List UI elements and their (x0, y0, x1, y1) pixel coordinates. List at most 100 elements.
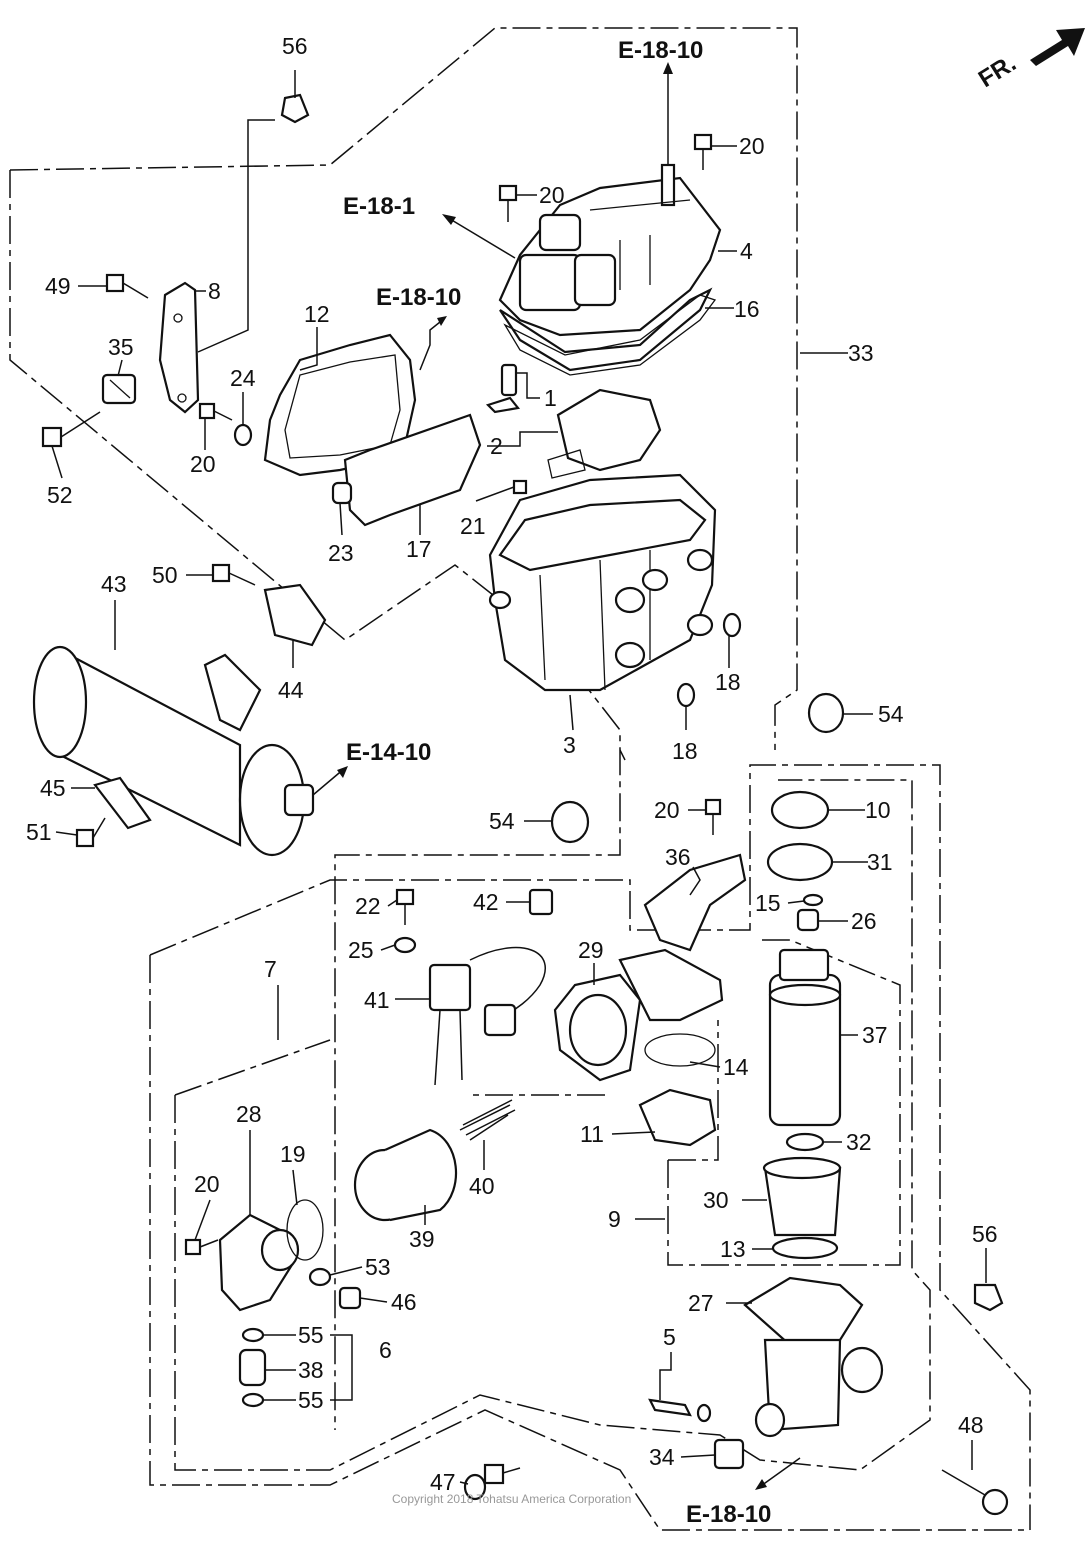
part-label: 10 (865, 797, 891, 823)
reference-arrows (312, 62, 801, 1490)
part-label: 53 (365, 1254, 391, 1280)
washer-25 (393, 936, 417, 954)
o-ring-19 (286, 1199, 324, 1261)
front-label: FR. (974, 50, 1021, 93)
part-label: 18 (672, 738, 698, 764)
part-label: 32 (846, 1129, 872, 1155)
part-label: 1 (544, 385, 557, 411)
harness-41 (428, 946, 546, 1086)
part-label: 44 (278, 677, 304, 703)
clamp-54-left (550, 800, 590, 844)
part-label: 46 (391, 1289, 417, 1315)
washer-24 (233, 423, 253, 447)
part-label: 47 (430, 1469, 456, 1495)
bolt-51 (75, 817, 106, 848)
part-label: 21 (460, 513, 486, 539)
part-label: 27 (688, 1290, 714, 1316)
part-label: 56 (972, 1221, 998, 1247)
part-label: 18 (715, 669, 741, 695)
screw-21 (512, 479, 528, 495)
part-label: 2 (490, 433, 503, 459)
part-label: 15 (755, 890, 781, 916)
part-label: 25 (348, 937, 374, 963)
leader-lines (51, 70, 987, 1485)
plate-10 (770, 790, 830, 830)
fuel-filter-element-39 (353, 1128, 458, 1222)
part-label: 49 (45, 273, 71, 299)
bolt-48 (941, 1469, 1009, 1516)
clip-42 (528, 888, 554, 916)
part-label: 20 (539, 182, 565, 208)
bolt-50 (211, 563, 256, 586)
grommet-35 (101, 373, 137, 405)
part-label: 31 (867, 849, 893, 875)
part-label: 51 (26, 819, 52, 845)
ref-e-14-10: E-14-10 (346, 739, 431, 766)
bracket-8 (158, 281, 200, 414)
part-label: 23 (328, 540, 354, 566)
arrow-icon (1030, 28, 1085, 66)
part-label: 37 (862, 1022, 888, 1048)
gasket-55-b (241, 1392, 265, 1408)
ref-e-18-10-top: E-18-10 (618, 37, 703, 64)
grommet-56-bottom (973, 1283, 1004, 1312)
part-label: 14 (723, 1054, 749, 1080)
part-label: 20 (739, 133, 765, 159)
part-label: 56 (282, 33, 308, 59)
copyright-text: Copyright 2018 Tohatsu America Corporati… (392, 1492, 631, 1506)
screw-20-d (704, 798, 722, 835)
plug-46 (338, 1286, 362, 1310)
needle-valve-1 (485, 363, 521, 414)
part-label: 13 (720, 1236, 746, 1262)
reference-labels: E-18-10 E-18-1 E-18-10 E-14-10 E-18-10 (343, 37, 771, 1528)
grommet-56-top (280, 93, 310, 124)
collar-23 (331, 481, 353, 505)
bracket-36 (643, 853, 747, 952)
drain-screw-5 (648, 1398, 712, 1423)
filter-38 (238, 1348, 267, 1387)
collar-26 (796, 908, 820, 932)
part-label: 16 (734, 296, 760, 322)
bolt-49 (105, 273, 149, 299)
o-ring-13 (771, 1236, 839, 1260)
part-label: 33 (848, 340, 874, 366)
bolt-52 (41, 411, 101, 448)
o-ring-14 (644, 1033, 716, 1067)
bolt-22 (395, 888, 415, 925)
fuel-filter-cover-29 (553, 948, 724, 1082)
part-label: 20 (190, 451, 216, 477)
part-label: 8 (208, 278, 221, 304)
part-label: 54 (878, 701, 904, 727)
washer-53 (308, 1267, 332, 1287)
screw-20-e (184, 1238, 219, 1256)
part-label: 6 (379, 1337, 392, 1363)
spring-40 (459, 1099, 516, 1141)
holder-11 (638, 1088, 717, 1147)
part-label: 24 (230, 365, 256, 391)
part-number-labels: 56 20 20 4 16 49 8 35 52 12 24 20 33 1 2… (26, 33, 998, 1495)
cushion-32 (785, 1132, 825, 1152)
grommet-34 (713, 1438, 745, 1470)
part-label: 12 (304, 301, 330, 327)
part-label: 34 (649, 1444, 675, 1470)
holder-30 (762, 1156, 842, 1237)
gasket-55-a (241, 1327, 265, 1343)
part-label: 42 (473, 889, 499, 915)
part-label: 54 (489, 808, 515, 834)
plate-45 (93, 776, 152, 830)
part-label: 30 (703, 1187, 729, 1213)
part-label: 50 (152, 562, 178, 588)
part-label: 52 (47, 482, 73, 508)
fuel-filter-case-27 (743, 1276, 884, 1438)
bolt-47 (463, 1463, 521, 1501)
packing-17 (343, 413, 482, 527)
part-label: 38 (298, 1357, 324, 1383)
part-label: 28 (236, 1101, 262, 1127)
clamp-54-right (807, 692, 845, 734)
part-label: 20 (194, 1171, 220, 1197)
part-label: 20 (654, 797, 680, 823)
part-label: 36 (665, 844, 691, 870)
part-label: 29 (578, 937, 604, 963)
bracket-44 (263, 583, 327, 647)
